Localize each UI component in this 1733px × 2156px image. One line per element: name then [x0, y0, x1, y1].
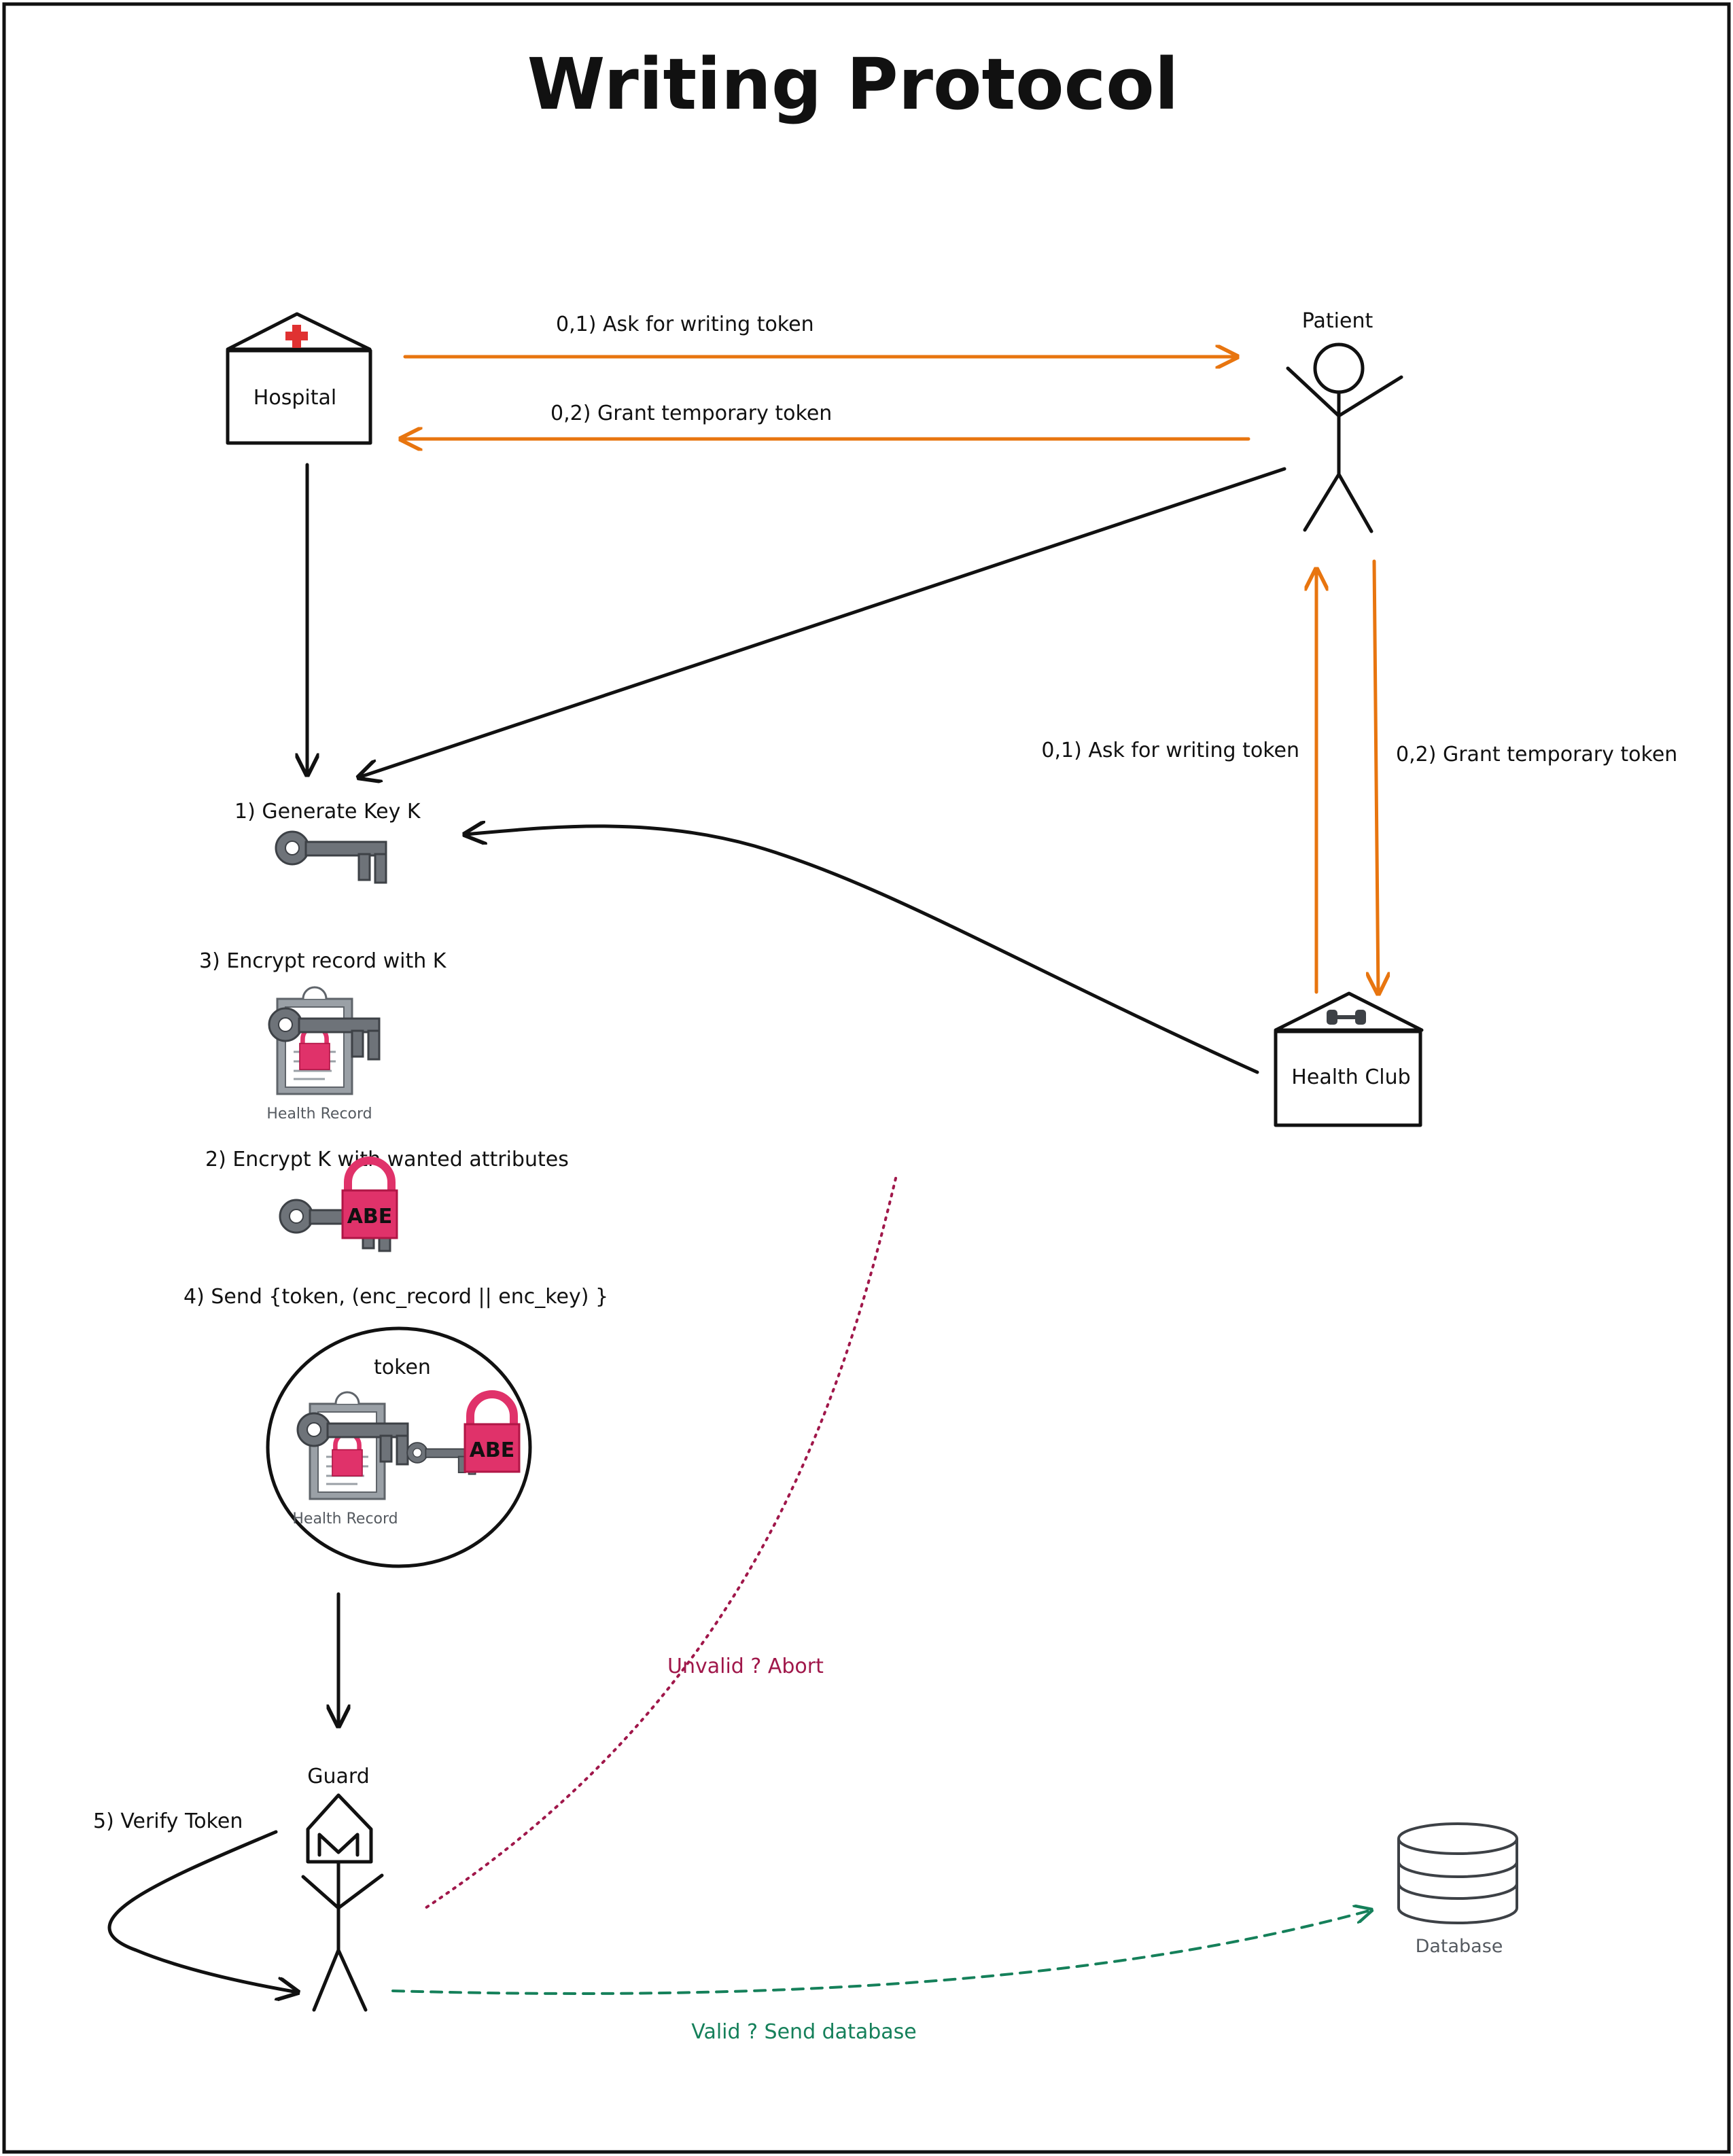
database-label: Database: [1416, 1936, 1503, 1957]
token-circle: [266, 1326, 532, 1568]
hospital-label: Hospital: [253, 386, 336, 410]
invalid-dotted-path: [424, 1177, 897, 1909]
encrypted-record-icon: Health Record: [266, 986, 381, 1123]
token-health-record-label: Health Record: [292, 1510, 398, 1527]
step-send-label: 4) Send {token, (enc_record || enc_key) …: [183, 1285, 608, 1309]
abe-label: ABE: [347, 1205, 393, 1229]
patient-stick-figure-icon: [1286, 342, 1403, 533]
token-health-record-icon: [309, 1391, 386, 1500]
token-abe-label: ABE: [470, 1438, 515, 1462]
red-cross-icon: [285, 325, 308, 348]
club-ask-label: 0,1) Ask for writing token: [1041, 739, 1299, 762]
hospital-building: [226, 349, 372, 445]
valid-dashed-arrow: [391, 1910, 1371, 1995]
valid-label: Valid ? Send database: [691, 2020, 916, 2044]
database-cylinder-icon: [1397, 1822, 1518, 1924]
step-verify-label: 5) Verify Token: [93, 1809, 243, 1833]
key-icon: [275, 830, 387, 884]
patient-node: Patient: [1286, 309, 1403, 533]
club-to-key-arrow: [465, 826, 1259, 1074]
step-encrypt-record-label: 3) Encrypt record with K: [199, 949, 447, 973]
health-record-label: Health Record: [266, 1106, 372, 1123]
invalid-label: Unvalid ? Abort: [667, 1655, 824, 1678]
guard-helmet-figure-icon: [301, 1793, 384, 2012]
patient-to-key-arrow: [359, 467, 1286, 777]
diagram-title: Writing Protocol: [527, 43, 1179, 126]
verify-loop-arrow: [107, 1830, 298, 1992]
step-generate-key-label: 1) Generate Key K: [234, 800, 421, 824]
guard-node: Guard: [301, 1765, 384, 2012]
patient-label: Patient: [1302, 309, 1373, 333]
health-club-node: Health Club: [1274, 991, 1424, 1127]
token-label: token: [374, 1356, 431, 1379]
guard-label: Guard: [307, 1765, 370, 1788]
database-node: Database: [1397, 1822, 1518, 1957]
token-bundle: token Health Record ABE: [266, 1326, 532, 1568]
hospital-ask-label: 0,1) Ask for writing token: [556, 313, 814, 336]
dumbbell-icon: [1327, 1010, 1366, 1025]
health-club-roof: [1274, 991, 1424, 1032]
hospital-node: Hospital: [226, 312, 372, 445]
club-grant-arrow: [1374, 559, 1378, 993]
health-club-building: [1274, 1029, 1422, 1127]
health-club-label: Health Club: [1291, 1065, 1410, 1089]
hospital-grant-label: 0,2) Grant temporary token: [550, 402, 832, 425]
abe-encrypted-key-icon: ABE: [279, 1161, 397, 1252]
club-grant-label: 0,2) Grant temporary token: [1396, 743, 1677, 766]
